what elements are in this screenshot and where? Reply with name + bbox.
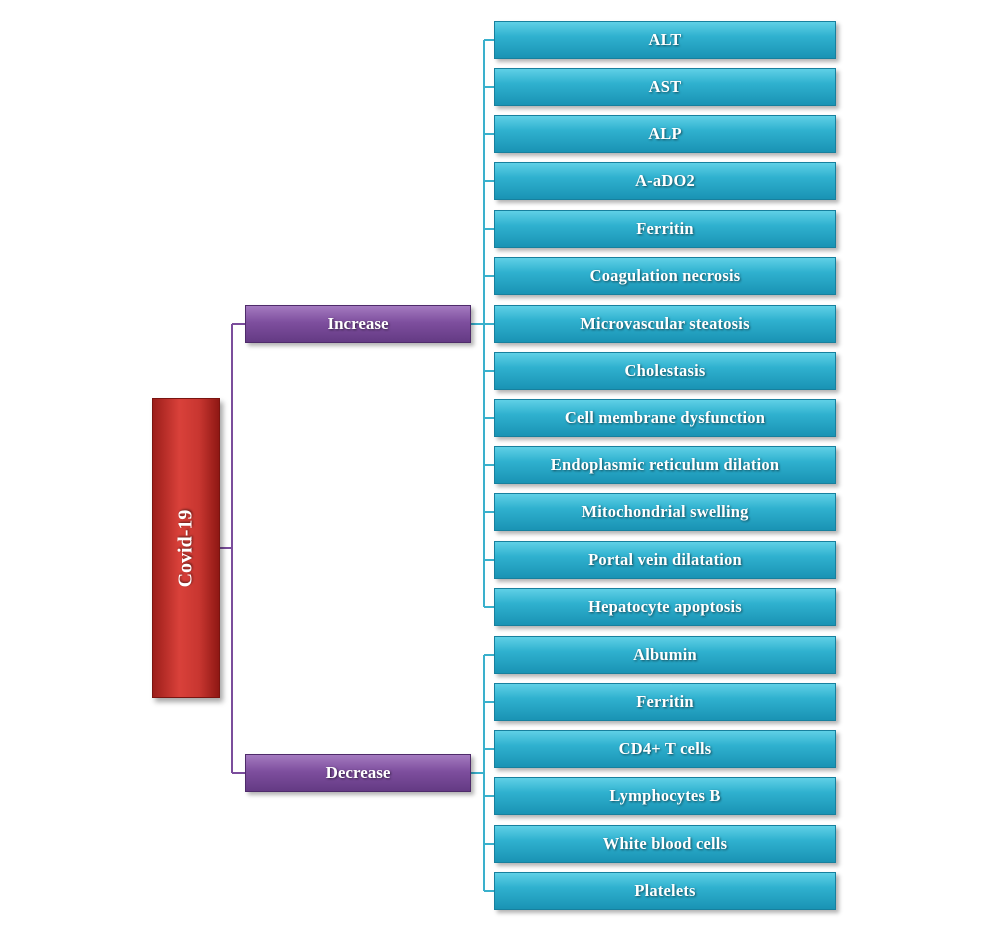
leaf-increase-cell-membrane-dysfunction: Cell membrane dysfunction (494, 399, 836, 437)
leaf-decrease-lymphocytes-b: Lymphocytes B (494, 777, 836, 815)
branch-node-decrease: Decrease (245, 754, 471, 792)
branch-label-decrease: Decrease (325, 763, 391, 782)
leaf-label: Hepatocyte apoptosis (588, 597, 742, 616)
leaf-increase-coagulation-necrosis: Coagulation necrosis (494, 257, 836, 295)
leaf-label: Portal vein dilatation (588, 550, 742, 569)
branch-label-increase: Increase (327, 314, 389, 333)
leaf-increase-alt: ALT (494, 21, 836, 59)
leaf-label: Endoplasmic reticulum dilation (550, 455, 780, 474)
leaf-label: White blood cells (602, 834, 728, 853)
leaf-label: Ferritin (636, 692, 694, 711)
leaf-label: Microvascular steatosis (580, 314, 750, 333)
leaf-label: CD4+ T cells (618, 739, 712, 758)
leaf-label: Cell membrane dysfunction (564, 408, 766, 427)
leaf-increase-microvascular-steatosis: Microvascular steatosis (494, 305, 836, 343)
leaf-label: ALT (648, 30, 682, 49)
leaf-increase-ferritin: Ferritin (494, 210, 836, 248)
leaf-decrease-cd4-t-cells: CD4+ T cells (494, 730, 836, 768)
leaf-increase-portal-vein-dilatation: Portal vein dilatation (494, 541, 836, 579)
leaf-label: Cholestasis (624, 361, 706, 380)
leaf-increase-hepatocyte-apoptosis: Hepatocyte apoptosis (494, 588, 836, 626)
leaf-label: Coagulation necrosis (589, 266, 741, 285)
branch-node-increase: Increase (245, 305, 471, 343)
leaf-label: AST (648, 77, 682, 96)
leaf-label: Albumin (633, 645, 697, 664)
leaf-decrease-platelets: Platelets (494, 872, 836, 910)
leaf-label: Lymphocytes B (609, 786, 721, 805)
leaf-decrease-white-blood-cells: White blood cells (494, 825, 836, 863)
root-label: Covid-19 (174, 509, 197, 587)
root-node-covid19: Covid-19 (152, 398, 220, 698)
leaf-increase-alp: ALP (494, 115, 836, 153)
leaf-increase-mitochondrial-swelling: Mitochondrial swelling (494, 493, 836, 531)
leaf-decrease-albumin: Albumin (494, 636, 836, 674)
leaf-label: Platelets (634, 881, 696, 900)
leaf-label: ALP (648, 124, 682, 143)
leaf-label: A-aDO2 (635, 171, 695, 190)
leaf-increase-ast: AST (494, 68, 836, 106)
leaf-increase-cholestasis: Cholestasis (494, 352, 836, 390)
leaf-increase-a-ado2: A-aDO2 (494, 162, 836, 200)
leaf-decrease-ferritin: Ferritin (494, 683, 836, 721)
leaf-increase-endoplasmic-reticulum-dilation: Endoplasmic reticulum dilation (494, 446, 836, 484)
leaf-label: Mitochondrial swelling (581, 502, 749, 521)
leaf-label: Ferritin (636, 219, 694, 238)
